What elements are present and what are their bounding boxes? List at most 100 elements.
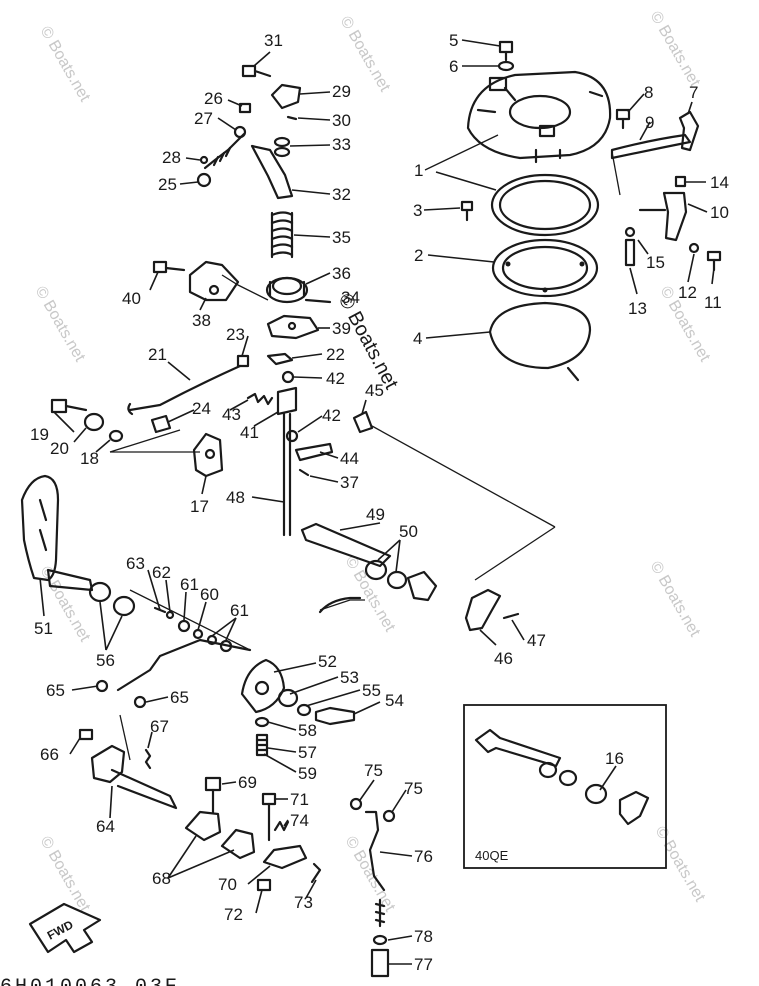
callout-label: 44 xyxy=(340,449,359,468)
callout-label: 5 xyxy=(449,31,458,50)
inset-model-label: 40QE xyxy=(475,848,509,863)
callout-label: 50 xyxy=(399,522,418,541)
callout-label: 17 xyxy=(190,497,209,516)
callout-label: 48 xyxy=(226,488,245,507)
callout-label: 47 xyxy=(527,631,546,650)
callout-label: 74 xyxy=(290,811,309,830)
callout-label: 65 xyxy=(170,688,189,707)
callout-label: 75 xyxy=(364,761,383,780)
callout-label: 45 xyxy=(365,381,384,400)
callout-label: 56 xyxy=(96,651,115,670)
callout-label: 14 xyxy=(710,173,729,192)
assembly-link-lines xyxy=(109,134,621,761)
cable-rod-assembly xyxy=(349,797,396,978)
callout-label: 31 xyxy=(264,31,283,50)
callout-label: 57 xyxy=(298,743,317,762)
callout-label: 42 xyxy=(326,369,345,388)
callout-label: 61 xyxy=(230,601,249,620)
callout-label: 36 xyxy=(332,264,351,283)
callout-label: 15 xyxy=(646,253,665,272)
callout-label: 54 xyxy=(385,691,404,710)
callout-label: 73 xyxy=(294,893,313,912)
callout-label: 1 xyxy=(414,161,423,180)
callout-label: 77 xyxy=(414,955,433,974)
callout-label: 70 xyxy=(218,875,237,894)
drawing-code: 6H010063 03E xyxy=(0,976,180,986)
callout-label: 52 xyxy=(318,652,337,671)
callout-label: 60 xyxy=(200,585,219,604)
callout-label: 25 xyxy=(158,175,177,194)
callout-label: 67 xyxy=(150,717,169,736)
callout-label: 66 xyxy=(40,745,59,764)
callout-label: 24 xyxy=(192,399,211,418)
callout-label: 76 xyxy=(414,847,433,866)
watermark-text: © Boats.net xyxy=(32,284,89,366)
stator-plate-assembly xyxy=(460,40,722,382)
watermark-text: © Boats.net xyxy=(342,554,399,636)
callout-label: 63 xyxy=(126,554,145,573)
callout-label: 40 xyxy=(122,289,141,308)
callout-label: 38 xyxy=(192,311,211,330)
callout-label: 32 xyxy=(332,185,351,204)
callout-label: 28 xyxy=(162,148,181,167)
callout-label: 55 xyxy=(362,681,381,700)
fwd-arrow: FWD xyxy=(28,902,102,954)
callout-label: 30 xyxy=(332,111,351,130)
callout-label: 37 xyxy=(340,473,359,492)
callout-label: 43 xyxy=(222,405,241,424)
watermark-text: © Boats.net xyxy=(647,559,704,641)
callout-label: 64 xyxy=(96,817,115,836)
callout-label: 3 xyxy=(413,201,422,220)
callout-label: 2 xyxy=(414,246,423,265)
callout-label: 41 xyxy=(240,423,259,442)
callout-label: 7 xyxy=(689,83,698,102)
callout-label: 71 xyxy=(290,790,309,809)
shift-shaft-assembly xyxy=(90,744,322,892)
callout-label: 68 xyxy=(152,869,171,888)
watermark-text: © Boats.net xyxy=(647,9,704,91)
callout-label: 46 xyxy=(494,649,513,668)
callout-label: 42 xyxy=(322,406,341,425)
callout-leaders xyxy=(39,39,715,965)
callout-label: 8 xyxy=(644,83,653,102)
callout-label: 75 xyxy=(404,779,423,798)
callout-label: 35 xyxy=(332,228,351,247)
callout-label: 18 xyxy=(80,449,99,468)
callout-label: 49 xyxy=(366,505,385,524)
watermark-text: © Boats.net xyxy=(342,834,399,916)
callout-label: 4 xyxy=(413,329,422,348)
callout-label: 33 xyxy=(332,135,351,154)
callout-label: 51 xyxy=(34,619,53,638)
watermark-text: © Boats.net xyxy=(37,834,94,916)
callout-label: 26 xyxy=(204,89,223,108)
callout-label: 21 xyxy=(148,345,167,364)
callout-label: 10 xyxy=(710,203,729,222)
callout-labels: 1 2 3 4 5 6 7 8 9 10 11 12 13 14 15 16 1… xyxy=(30,31,729,974)
callout-label: 22 xyxy=(326,345,345,364)
callout-label: 11 xyxy=(704,293,722,312)
callout-label: 72 xyxy=(224,905,243,924)
callout-label: 59 xyxy=(298,764,317,783)
shift-lever-assembly xyxy=(20,474,520,770)
callout-label: 12 xyxy=(678,283,697,302)
callout-label: 53 xyxy=(340,668,359,687)
callout-label: 23 xyxy=(226,325,245,344)
inset-box: 40QE xyxy=(463,704,667,869)
callout-label: 69 xyxy=(238,773,257,792)
callout-label: 62 xyxy=(152,563,171,582)
callout-label: 34 xyxy=(341,288,360,307)
callout-label: 20 xyxy=(50,439,69,458)
fwd-label: FWD xyxy=(45,917,76,942)
callout-label: 65 xyxy=(46,681,65,700)
callout-label: 39 xyxy=(332,319,351,338)
callout-label: 16 xyxy=(605,749,624,768)
callout-label: 19 xyxy=(30,425,49,444)
callout-label: 27 xyxy=(194,109,213,128)
callout-label: 6 xyxy=(449,57,458,76)
throttle-rod-assembly xyxy=(50,364,242,478)
callout-label: 78 xyxy=(414,927,433,946)
callout-label: 13 xyxy=(628,299,647,318)
callout-label: 9 xyxy=(645,113,654,132)
